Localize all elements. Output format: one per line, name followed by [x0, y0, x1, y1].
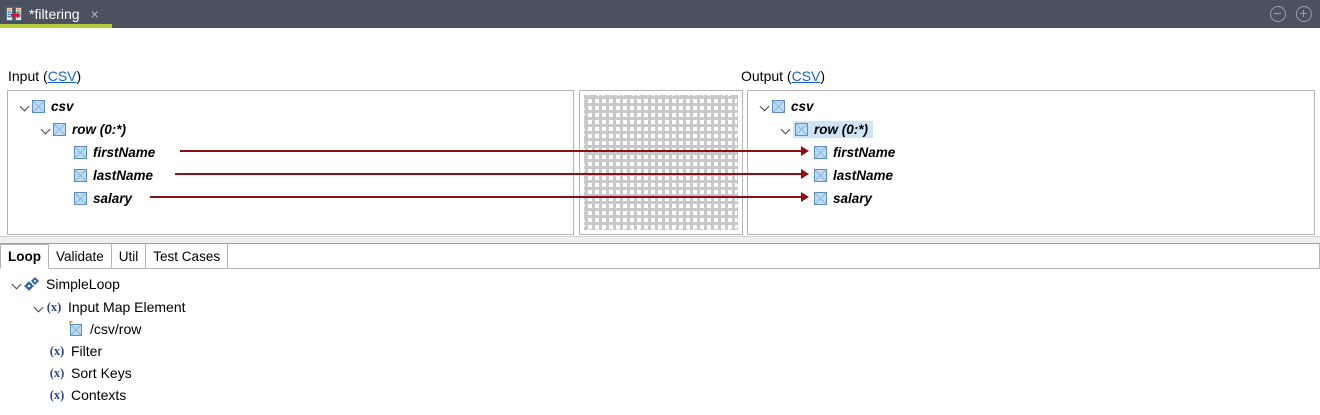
- output-schema-tree[interactable]: csv row (0:*) firstName: [747, 90, 1315, 235]
- chevron-down-icon[interactable]: [10, 277, 24, 291]
- output-panel-label: Output (CSV): [741, 68, 825, 84]
- tree-node-row[interactable]: row (0:*): [39, 119, 126, 139]
- tree-node-csv-row-path[interactable]: /csv/row: [68, 318, 141, 340]
- tree-node-csv[interactable]: csv: [758, 96, 814, 116]
- chevron-down-icon[interactable]: [779, 122, 793, 136]
- variable-icon: (x): [46, 300, 62, 314]
- schema-node-icon: [772, 99, 785, 113]
- data-mapping-icon: [6, 6, 22, 22]
- tree-node-firstname[interactable]: firstName: [74, 142, 155, 162]
- tree-node-label: csv: [51, 98, 74, 114]
- mapping-grid-panel[interactable]: [579, 90, 743, 235]
- chevron-down-icon[interactable]: [32, 300, 46, 314]
- map-element-icon: [68, 321, 84, 337]
- loop-gears-icon: [24, 276, 40, 292]
- input-schema-tree[interactable]: csv row (0:*) firstName: [7, 90, 574, 235]
- tree-node-sort-keys[interactable]: (x) Sort Keys: [49, 362, 132, 384]
- chevron-down-icon[interactable]: [18, 99, 32, 113]
- tree-node-label: Sort Keys: [71, 365, 132, 381]
- input-csv-link[interactable]: CSV: [47, 68, 77, 84]
- output-csv-link[interactable]: CSV: [791, 68, 821, 84]
- schema-node-icon: [53, 122, 66, 136]
- close-icon[interactable]: ×: [90, 6, 99, 22]
- tree-node-filter[interactable]: (x) Filter: [49, 340, 102, 362]
- arrow-head-icon: [801, 169, 809, 179]
- tree-node-label: row (0:*): [72, 121, 126, 137]
- schema-node-icon: [74, 145, 87, 159]
- tree-node-label: salary: [93, 190, 133, 206]
- schema-node-icon: [74, 168, 87, 182]
- selection-highlight: row (0:*): [793, 120, 873, 138]
- input-panel-label: Input (CSV): [8, 68, 81, 84]
- tab-loop[interactable]: Loop: [0, 244, 49, 269]
- arrow-head-icon: [801, 192, 809, 202]
- active-tab-underline: [0, 24, 112, 28]
- chevron-down-icon[interactable]: [39, 122, 53, 136]
- tree-node-label: Input Map Element: [68, 299, 186, 315]
- tab-util[interactable]: Util: [111, 244, 147, 268]
- tree-node-lastname[interactable]: lastName: [74, 165, 153, 185]
- window-controls: [1270, 0, 1312, 28]
- schema-node-icon: [814, 168, 827, 182]
- mapping-area: Input (CSV) Output (CSV) csv row (0:*): [0, 28, 1320, 256]
- tree-node-simpleloop[interactable]: SimpleLoop: [10, 273, 120, 295]
- tree-node-firstname[interactable]: firstName: [814, 142, 895, 162]
- arrow-head-icon: [801, 146, 809, 156]
- schema-node-icon: [74, 191, 87, 205]
- tree-node-label: Filter: [71, 343, 103, 359]
- schema-node-icon: [32, 99, 45, 113]
- tree-node-csv[interactable]: csv: [18, 96, 74, 116]
- schema-node-icon: [814, 191, 827, 205]
- tree-node-label: firstName: [93, 144, 156, 160]
- tree-node-label: Contexts: [71, 387, 127, 403]
- tree-node-label: row (0:*): [814, 121, 868, 137]
- tree-node-label: firstName: [833, 144, 896, 160]
- tree-node-label: csv: [791, 98, 814, 114]
- tree-node-label: SimpleLoop: [46, 276, 120, 292]
- maximize-icon[interactable]: [1296, 6, 1312, 22]
- grid-pattern: [584, 95, 738, 230]
- tree-node-salary[interactable]: salary: [74, 188, 132, 208]
- minimize-icon[interactable]: [1270, 6, 1286, 22]
- variable-icon: (x): [49, 388, 65, 402]
- variable-icon: (x): [49, 366, 65, 380]
- input-label-prefix: Input (: [8, 68, 48, 84]
- tab-strip-filler: [228, 244, 1320, 268]
- tree-node-salary[interactable]: salary: [814, 188, 872, 208]
- output-label-prefix: Output (: [741, 68, 792, 84]
- tree-node-label: lastName: [93, 167, 154, 183]
- tab-validate[interactable]: Validate: [49, 244, 112, 268]
- tab-test-cases[interactable]: Test Cases: [146, 244, 229, 268]
- panel-splitter[interactable]: [0, 236, 1320, 244]
- tree-node-label: /csv/row: [90, 321, 142, 337]
- tree-node-input-map-element[interactable]: (x) Input Map Element: [32, 296, 186, 318]
- tree-node-label: lastName: [833, 167, 894, 183]
- schema-node-icon: [795, 122, 808, 136]
- variable-icon: (x): [49, 344, 65, 358]
- loop-properties-tree[interactable]: SimpleLoop (x) Input Map Element /csv/ro…: [0, 269, 1320, 415]
- editor-tab-label: *filtering: [29, 6, 80, 22]
- tree-node-lastname[interactable]: lastName: [814, 165, 893, 185]
- editor-tab-filtering[interactable]: *filtering ×: [0, 0, 107, 28]
- schema-node-icon: [814, 145, 827, 159]
- input-label-suffix: ): [76, 68, 82, 84]
- chevron-down-icon[interactable]: [758, 99, 772, 113]
- window-titlebar: *filtering ×: [0, 0, 1320, 28]
- output-label-suffix: ): [820, 68, 826, 84]
- tree-node-label: salary: [833, 190, 873, 206]
- bottom-tab-strip: Loop Validate Util Test Cases: [0, 244, 1320, 269]
- tree-node-contexts[interactable]: (x) Contexts: [49, 384, 127, 406]
- tree-node-row-selected[interactable]: row (0:*): [779, 119, 873, 139]
